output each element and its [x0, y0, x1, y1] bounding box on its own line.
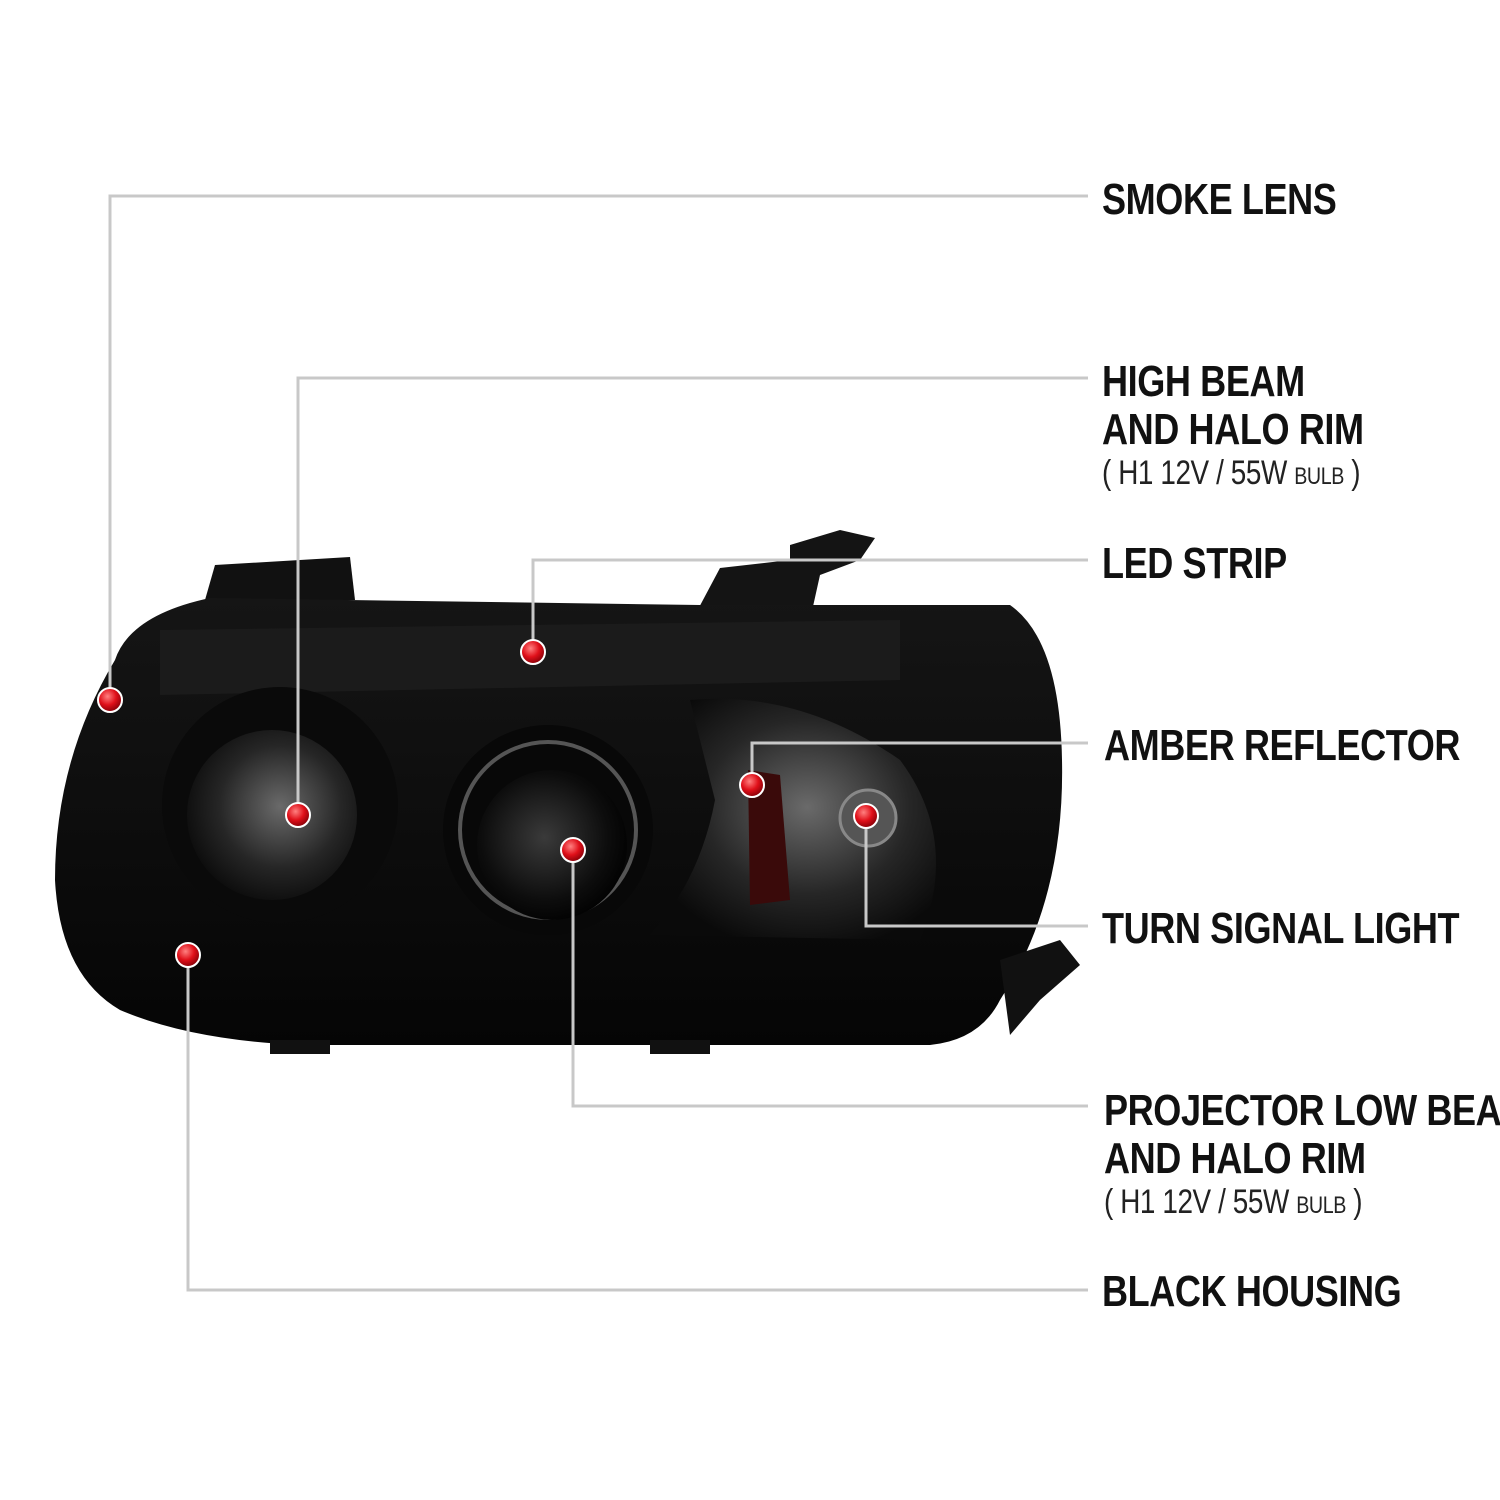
marker-projector — [560, 837, 586, 863]
label-turn-signal: TURN SIGNAL LIGHT — [1102, 904, 1460, 953]
marker-smoke-lens — [97, 687, 123, 713]
mounting-bracket-left — [205, 557, 355, 600]
label-high-beam-spec: ( H1 12V / 55W BULB ) — [1102, 455, 1364, 492]
mounting-bracket-right — [695, 530, 875, 620]
label-amber-reflector: AMBER REFLECTOR — [1104, 722, 1460, 770]
label-amber-reflector-text: AMBER REFLECTOR — [1104, 721, 1460, 770]
leader-line-smoke-lens — [108, 194, 1088, 700]
marker-led-strip — [520, 639, 546, 665]
label-projector-line2: AND HALO RIM — [1104, 1133, 1366, 1183]
high-beam-spec-unit: BULB — [1294, 463, 1344, 491]
leader-line-amber-reflector — [750, 741, 1088, 785]
leader-line-turn-signal — [864, 818, 1088, 928]
marker-black-housing — [175, 942, 201, 968]
label-projector-spec: ( H1 12V / 55W BULB ) — [1104, 1184, 1500, 1221]
headlight-assembly — [55, 530, 1080, 1054]
projector-spec-close: ) — [1345, 1183, 1363, 1222]
bottom-tab-right — [650, 1040, 710, 1054]
marker-high-beam — [285, 802, 311, 828]
label-smoke-lens: SMOKE LENS — [1102, 175, 1337, 224]
amber-reflector-strip — [748, 770, 790, 905]
label-high-beam: HIGH BEAM AND HALO RIM ( H1 12V / 55W BU… — [1102, 358, 1364, 492]
high-beam-reflector — [187, 730, 357, 900]
label-black-housing-text: BLACK HOUSING — [1102, 1267, 1402, 1316]
marker-turn-signal — [853, 803, 879, 829]
high-beam-spec-close: ) — [1343, 454, 1361, 493]
leader-line-projector — [571, 850, 1088, 1108]
label-led-strip-text: LED STRIP — [1102, 539, 1287, 588]
projector-spec-unit: BULB — [1296, 1192, 1346, 1220]
marker-amber-reflector — [739, 772, 765, 798]
leader-line-led-strip — [531, 558, 1088, 652]
leader-line-high-beam — [296, 376, 1088, 815]
leader-line-black-housing — [186, 955, 1088, 1292]
label-smoke-lens-text: SMOKE LENS — [1102, 175, 1337, 224]
leader-lines — [108, 194, 1088, 1292]
label-projector-low-beam: PROJECTOR LOW BEAM AND HALO RIM ( H1 12V… — [1104, 1087, 1500, 1221]
projector-spec-text: ( H1 12V / 55W — [1104, 1183, 1297, 1222]
side-tab — [1000, 940, 1080, 1035]
label-projector-line1: PROJECTOR LOW BEAM — [1104, 1086, 1500, 1135]
label-high-beam-line1: HIGH BEAM — [1102, 357, 1305, 406]
high-beam-spec-text: ( H1 12V / 55W — [1102, 454, 1295, 493]
projector-lens — [477, 770, 627, 920]
markers — [97, 639, 879, 968]
label-led-strip: LED STRIP — [1102, 540, 1287, 588]
label-black-housing: BLACK HOUSING — [1102, 1267, 1402, 1316]
bottom-tab-left — [270, 1040, 330, 1054]
label-turn-signal-text: TURN SIGNAL LIGHT — [1102, 904, 1460, 953]
label-high-beam-line2: AND HALO RIM — [1102, 404, 1364, 454]
